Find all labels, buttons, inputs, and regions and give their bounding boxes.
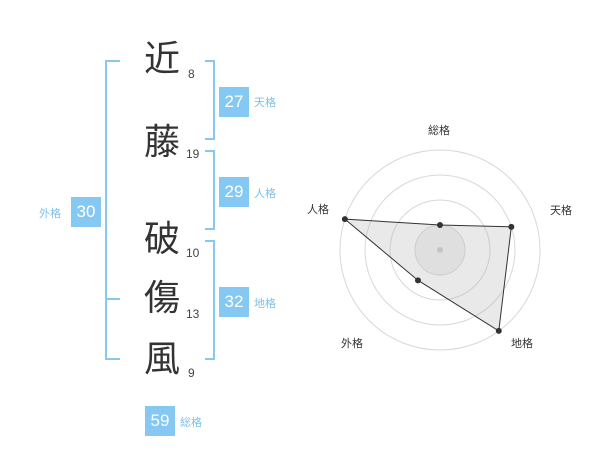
name-char-1: 近	[143, 39, 180, 80]
gaikaku-label: 外格	[39, 207, 61, 220]
radar-axis-label-2: 天格	[550, 204, 572, 217]
soukaku-score: 59	[145, 406, 175, 436]
gaikaku-score: 30	[71, 197, 101, 227]
name-char-3: 破	[143, 219, 180, 260]
radar-center-dot	[437, 247, 443, 253]
radar-axis-label-4: 外格	[341, 337, 363, 350]
stroke-count-1: 8	[188, 67, 195, 81]
gaikaku-bracket-divider	[105, 298, 120, 300]
gaikaku-bracket	[105, 60, 120, 360]
name-char-5: 風	[143, 339, 180, 380]
chikaku-label: 地格	[254, 297, 276, 310]
soukaku-label: 総格	[180, 416, 202, 429]
radar-axis-label-1: 総格	[428, 124, 450, 137]
radar-point-5	[341, 216, 348, 223]
radar-point-4	[414, 277, 421, 284]
radar-point-2	[508, 223, 515, 230]
tenkaku-score: 27	[219, 87, 249, 117]
radar-point-1	[437, 222, 443, 228]
jinkaku-score: 29	[219, 177, 249, 207]
radar-data-polygon	[343, 218, 512, 332]
stroke-count-4: 13	[186, 307, 200, 321]
jinkaku-label: 人格	[254, 187, 276, 200]
stroke-count-2: 19	[186, 147, 200, 161]
stroke-count-3: 10	[186, 246, 200, 260]
tenkaku-label: 天格	[254, 96, 276, 109]
chikaku-score: 32	[219, 287, 249, 317]
stroke-count-5: 9	[188, 366, 195, 380]
chikaku-bracket	[205, 240, 215, 360]
radar-point-3	[495, 327, 502, 334]
name-char-4: 傷	[143, 278, 180, 319]
jinkaku-bracket	[205, 150, 215, 230]
radar-axis-label-3: 地格	[511, 337, 533, 350]
radar-axis-label-5: 人格	[307, 203, 329, 216]
name-char-2: 藤	[143, 122, 180, 163]
tenkaku-bracket	[205, 60, 215, 140]
